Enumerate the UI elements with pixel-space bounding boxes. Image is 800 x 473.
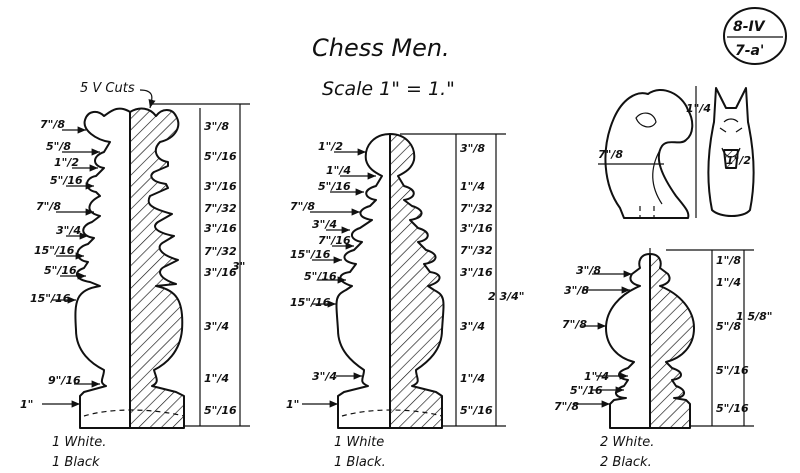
ball-section bbox=[649, 253, 695, 429]
middle-ldim-9: 15"/16 bbox=[290, 296, 331, 309]
badge-bottom: 7-a' bbox=[735, 43, 764, 59]
middle-caption-2: 1 Black. bbox=[334, 455, 386, 470]
queen-rdim-2: 5"/16 bbox=[204, 150, 237, 163]
ball-ldim-3: 7"/8 bbox=[562, 318, 587, 331]
queen-rdim-9: 1"/4 bbox=[204, 372, 229, 385]
sheet-badge: 8-IV 7-a' bbox=[723, 7, 787, 65]
queen-section bbox=[129, 107, 185, 429]
middle-ldim-8: 5"/16 bbox=[304, 270, 337, 283]
middle-rdim-4: 3"/16 bbox=[460, 222, 493, 235]
ball-right-dims: 1"/8 1"/4 5"/8 5"/16 5"/16 bbox=[716, 254, 749, 415]
ball-rdim-3: 5"/8 bbox=[716, 320, 741, 333]
ball-ldim-6: 7"/8 bbox=[554, 400, 579, 413]
knight-side-view bbox=[604, 89, 694, 219]
queen-ldim-10: 9"/16 bbox=[48, 374, 81, 387]
piece-ball: 1 5/8" 1"/8 1"/4 5"/8 5"/16 5"/16 3"/8 3… bbox=[554, 248, 773, 470]
middle-rdim-6: 3"/16 bbox=[460, 266, 493, 279]
knight-dim-2: 7"/8 bbox=[598, 148, 623, 161]
queen-ldim-6: 3"/4 bbox=[56, 224, 81, 237]
ball-rdim-4: 5"/16 bbox=[716, 364, 749, 377]
knight-dim-3: 1"/2 bbox=[726, 154, 751, 167]
queen-ldim-4: 5"/16 bbox=[50, 174, 83, 187]
badge-top: 8-IV bbox=[733, 19, 766, 35]
ball-caption-1: 2 White. bbox=[600, 435, 654, 450]
queen-profile bbox=[74, 107, 131, 429]
middle-ldim-7: 15"/16 bbox=[290, 248, 331, 261]
queen-rdim-4: 7"/32 bbox=[204, 202, 237, 215]
middle-rdim-1: 3"/8 bbox=[460, 142, 485, 155]
piece-queen: 3" 3"/8 5"/16 3"/16 7"/32 3"/16 7"/32 3"… bbox=[20, 81, 250, 470]
queen-ldim-9: 15"/16 bbox=[30, 292, 71, 305]
middle-ldim-1: 1"/2 bbox=[318, 140, 343, 153]
queen-ldim-11: 1" bbox=[20, 398, 33, 411]
knight-dim-1: 1"/4 bbox=[686, 102, 711, 115]
middle-left-dims: 1"/2 1"/4 5"/16 7"/8 3"/4 7"/16 15"/16 5… bbox=[286, 140, 376, 411]
queen-ldim-2: 5"/8 bbox=[46, 140, 71, 153]
queen-right-dims: 3"/8 5"/16 3"/16 7"/32 3"/16 7"/32 3"/16… bbox=[204, 120, 237, 417]
queen-height-label: 3" bbox=[232, 260, 245, 273]
middle-rdim-7: 3"/4 bbox=[460, 320, 485, 333]
middle-rdim-9: 5"/16 bbox=[460, 404, 493, 417]
middle-rdim-3: 7"/32 bbox=[460, 202, 493, 215]
ball-ldim-2: 3"/8 bbox=[564, 284, 589, 297]
middle-right-dims: 3"/8 1"/4 7"/32 3"/16 7"/32 3"/16 3"/4 1… bbox=[460, 142, 493, 417]
queen-rdim-10: 5"/16 bbox=[204, 404, 237, 417]
queen-base-hidden bbox=[83, 409, 185, 417]
middle-profile bbox=[335, 133, 391, 429]
middle-rdim-2: 1"/4 bbox=[460, 180, 485, 193]
ball-rdim-1: 1"/8 bbox=[716, 254, 741, 267]
queen-rdim-1: 3"/8 bbox=[204, 120, 229, 133]
queen-ldim-7: 15"/16 bbox=[34, 244, 75, 257]
middle-height-label: 2 3/4" bbox=[488, 290, 525, 303]
queen-ldim-3: 1"/2 bbox=[54, 156, 79, 169]
middle-ldim-10: 3"/4 bbox=[312, 370, 337, 383]
ball-height-label: 1 5/8" bbox=[736, 310, 773, 323]
piece-middle: 2 3/4" 3"/8 1"/4 7"/32 3"/16 7"/32 3"/16… bbox=[286, 133, 525, 470]
ball-ldim-1: 3"/8 bbox=[576, 264, 601, 277]
middle-ldim-4: 7"/8 bbox=[290, 200, 315, 213]
scale-label: Scale 1" = 1." bbox=[322, 78, 455, 100]
queen-rdim-7: 3"/16 bbox=[204, 266, 237, 279]
ball-rdim-5: 5"/16 bbox=[716, 402, 749, 415]
queen-rdim-3: 3"/16 bbox=[204, 180, 237, 193]
queen-left-dims: 7"/8 5"/8 1"/2 5"/16 7"/8 3"/4 15"/16 5"… bbox=[20, 118, 100, 411]
title: Chess Men. bbox=[312, 34, 450, 62]
queen-ldim-1: 7"/8 bbox=[40, 118, 65, 131]
knight-front-view bbox=[707, 87, 755, 217]
ball-ldim-5: 5"/16 bbox=[570, 384, 603, 397]
queen-cuts-label: 5 V Cuts bbox=[80, 81, 135, 96]
knight-eye bbox=[635, 112, 657, 128]
queen-rdim-6: 7"/32 bbox=[204, 245, 237, 258]
middle-ldim-6: 7"/16 bbox=[318, 234, 351, 247]
queen-rdim-5: 3"/16 bbox=[204, 222, 237, 235]
queen-ldim-8: 5"/16 bbox=[44, 264, 77, 277]
queen-caption-2: 1 Black bbox=[52, 455, 100, 470]
middle-rdim-8: 1"/4 bbox=[460, 372, 485, 385]
middle-ldim-11: 1" bbox=[286, 398, 299, 411]
middle-section bbox=[389, 133, 445, 429]
middle-ldim-5: 3"/4 bbox=[312, 218, 337, 231]
queen-rdim-8: 3"/4 bbox=[204, 320, 229, 333]
queen-caption-1: 1 White. bbox=[52, 435, 106, 450]
middle-ldim-2: 1"/4 bbox=[326, 164, 351, 177]
ball-profile bbox=[605, 253, 651, 429]
ball-rdim-2: 1"/4 bbox=[716, 276, 741, 289]
ball-left-dims: 3"/8 3"/8 7"/8 1"/4 5"/16 7"/8 bbox=[554, 264, 632, 413]
middle-caption-1: 1 White bbox=[334, 435, 384, 450]
queen-ldim-5: 7"/8 bbox=[36, 200, 61, 213]
ball-ldim-4: 1"/4 bbox=[584, 370, 609, 383]
middle-ldim-3: 5"/16 bbox=[318, 180, 351, 193]
middle-rdim-5: 7"/32 bbox=[460, 244, 493, 257]
knight-views: 1"/4 7"/8 1"/2 bbox=[598, 86, 755, 219]
ball-caption-2: 2 Black. bbox=[600, 455, 652, 470]
